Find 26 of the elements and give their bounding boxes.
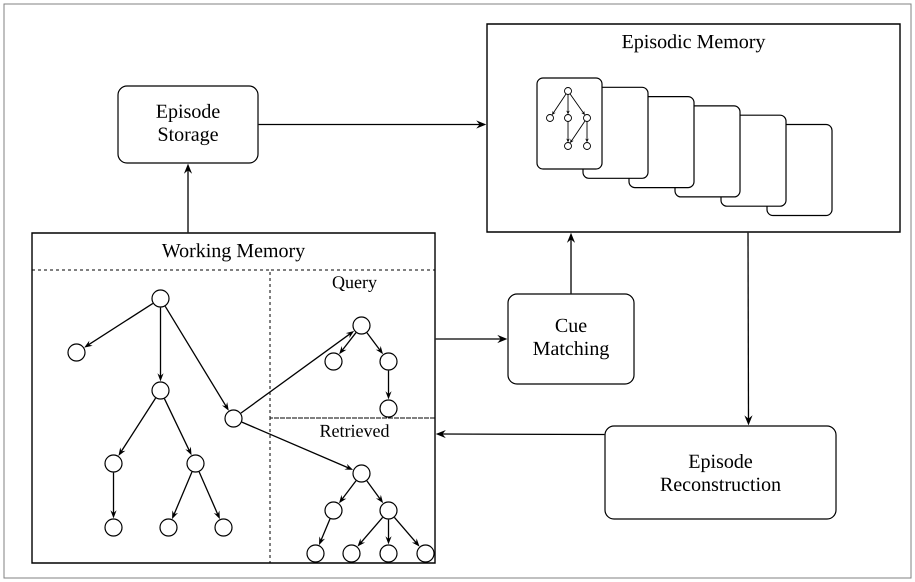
tree-node-circle (324, 352, 343, 371)
tree-node-circle (104, 454, 123, 473)
tree-node-circle (352, 464, 371, 483)
tree-node-circle (104, 518, 123, 537)
dashed-region: Query (270, 270, 436, 418)
tree-node-circle (379, 399, 398, 418)
tree-node-circle (151, 381, 170, 400)
tree-node-circle (416, 544, 435, 563)
tree-node-circle (67, 343, 86, 362)
tree-node-circle (151, 289, 170, 308)
dashed-region: Retrieved (270, 418, 436, 564)
tree-node-circle (159, 518, 178, 537)
tree-node-circle (379, 544, 398, 563)
tree-node-circle (214, 518, 233, 537)
process-box: Episode Reconstruction (604, 425, 837, 520)
memory-panel: Episodic Memory (486, 23, 901, 233)
tree-node-circle (352, 316, 371, 335)
tree-node-circle (379, 501, 398, 520)
tree-node-circle (324, 501, 343, 520)
tree-node-circle (379, 352, 398, 371)
tree-node-circle (342, 544, 361, 563)
process-box: Episode Storage (117, 85, 259, 164)
tree-node-circle (224, 409, 243, 428)
process-box: Cue Matching (507, 293, 635, 385)
tree-node-circle (186, 454, 205, 473)
tree-node-circle (306, 544, 325, 563)
